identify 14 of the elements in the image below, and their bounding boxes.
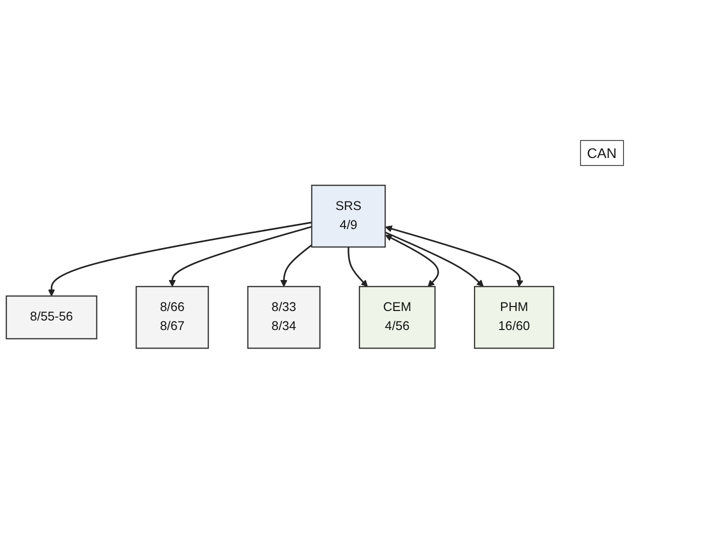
arrow	[348, 247, 368, 288]
arrow	[385, 234, 439, 288]
node-box: 8/55-56	[6, 296, 98, 340]
arrow	[168, 226, 312, 288]
arrow	[385, 226, 524, 288]
node-box: 8/66 8/67	[136, 286, 209, 350]
bus-label: CAN	[580, 140, 624, 166]
node-box: CEM 4/56	[358, 286, 436, 350]
arrow	[384, 232, 484, 288]
node-box: 8/33 8/34	[247, 286, 320, 350]
node-box: SRS 4/9	[311, 184, 386, 248]
node-box: PHM 16/60	[474, 286, 554, 350]
arrow	[280, 244, 312, 288]
arrow	[48, 222, 312, 297]
